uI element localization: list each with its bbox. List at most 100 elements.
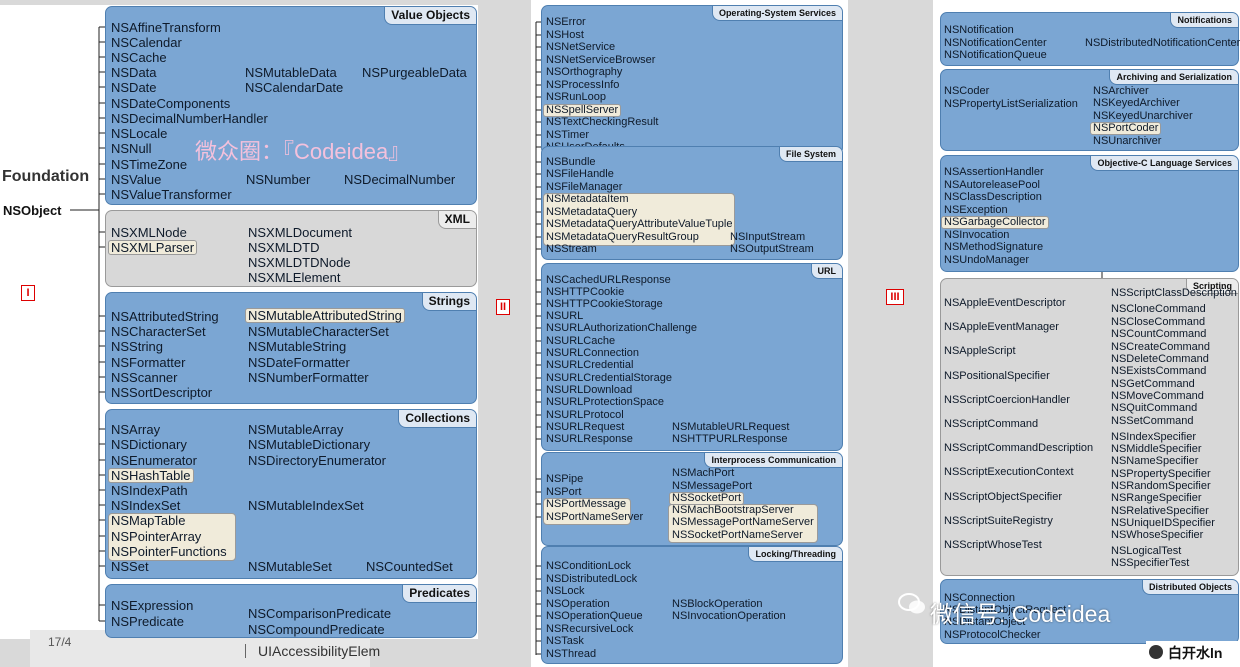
class-label: NSAssertionHandler [944,166,1044,178]
class-label: NSCalendar [111,35,182,50]
class-label: NSMutableSet [248,559,332,574]
class-label-highlighted: NSSpellServer [543,104,622,117]
class-label: NSScanner [111,370,178,385]
class-label: NSMoveCommand [1111,390,1204,402]
roman-numeral-2: II [496,299,510,315]
class-label: NSProtocolChecker [944,629,1041,641]
class-label: NSWhoseSpecifier [1111,529,1204,541]
class-label: NSConnection [944,592,1015,604]
class-label: NSFileManager [546,181,623,193]
url-group: URL [541,263,843,451]
class-label: NSConditionLock [546,560,631,572]
class-label: NSRecursiveLock [546,623,634,635]
class-label: NSScriptWhoseTest [944,539,1042,551]
class-label-highlighted: NSHashTable [108,468,194,483]
port-message-highlight [543,498,631,525]
class-label: NSSetCommand [1111,415,1194,427]
class-label: NSDistributedLock [546,573,638,585]
class-label: NSScriptSuiteRegistry [944,515,1053,527]
class-label: NSMutableString [248,339,347,354]
class-label: NSPortMessage [546,498,627,510]
class-label: NSInvocationOperation [672,610,786,622]
class-label: NSCalendarDate [245,80,344,95]
class-label: NSException [944,204,1008,216]
class-label: NSIndexSpecifier [1111,431,1196,443]
class-label: NSMutableIndexSet [248,498,364,513]
class-label: NSQuitCommand [1111,402,1198,414]
class-label: NSTimer [546,129,589,141]
class-label: NSNameSpecifier [1111,455,1199,467]
brand-label: 白开水ln [1168,645,1223,661]
class-label: NSXMLDTDNode [248,255,351,270]
class-label: NSURLProtocol [546,409,624,421]
class-label: NSURLDownload [546,384,633,396]
class-label: NSRelativeSpecifier [1111,505,1209,517]
class-label: NSEnumerator [111,453,197,468]
class-label: NSNetService [546,41,616,53]
class-label: NSMutableDictionary [248,437,371,452]
class-label: NSLocale [111,126,168,141]
class-label: NSScriptClassDescription [1111,287,1237,299]
class-label: NSMetadataQueryResultGroup [546,231,699,243]
objc-services-title: Objective-C Language Services [1090,156,1238,171]
class-label: NSCountCommand [1111,328,1207,340]
class-label: NSURLCredentialStorage [546,372,672,384]
class-label: NSScriptObjectSpecifier [944,491,1062,503]
class-label: NSRangeSpecifier [1111,492,1202,504]
class-label: NSString [111,339,164,354]
class-label: NSXMLElement [248,270,341,285]
class-label: NSComparisonPredicate [248,606,392,621]
class-label: NSHost [546,29,584,41]
class-label: NSCreateCommand [1111,341,1211,353]
class-label: NSURLAuthorizationChallenge [546,322,698,334]
class-label: NSNotification [944,24,1014,36]
class-label-highlighted: NSGarbageCollector [941,216,1049,229]
class-label: NSPipe [546,473,584,485]
notifications-title: Notifications [1170,13,1238,28]
class-label: NSPointerArray [111,529,202,544]
class-label: NSAttributedString [111,309,219,324]
class-label: NSMetadataItem [546,193,629,205]
class-label: NSMutableCharacterSet [248,324,389,339]
class-label: NSValueTransformer [111,187,232,202]
class-label: NSProcessInfo [546,79,620,91]
class-label: NSAutoreleasePool [944,179,1041,191]
class-label: NSNumberFormatter [248,370,369,385]
class-label: NSPropertySpecifier [1111,468,1211,480]
class-label: NSURL [546,310,584,322]
class-label: NSIndexSet [111,498,181,513]
class-label: NSIndexPath [111,483,188,498]
class-label-highlighted: NSXMLParser [108,240,198,255]
root-class: NSObject [3,203,62,218]
class-label: NSUndoManager [944,254,1029,266]
class-label: NSMetadataQueryAttributeValueTuple [546,218,733,230]
class-label: NSURLProtectionSpace [546,396,665,408]
class-label-highlighted: NSSocketPort [669,492,745,505]
locking-threading-title: Locking/Threading [748,547,842,562]
class-label: NSGetCommand [1111,378,1195,390]
footer-text: UIAccessibilityElem [245,644,380,658]
collections-title: Collections [398,410,476,428]
class-label: NSOperation [546,598,610,610]
class-label: NSAppleScript [944,345,1016,357]
distributed-objects-group: Distributed Objects [940,579,1239,644]
class-label: NSPositionalSpecifier [944,370,1050,382]
class-label: NSBundle [546,156,596,168]
os-services-title: Operating-System Services [711,6,842,21]
class-label: NSRunLoop [546,91,606,103]
wechat-icon [898,593,926,615]
class-label: NSOperationQueue [546,610,643,622]
scripting-title: Scripting [1185,279,1238,294]
ipc-title: Interprocess Communication [704,453,842,468]
name-server-highlight [668,504,818,543]
class-label: NSFormatter [111,355,186,370]
class-label: NSKeyedUnarchiver [1093,110,1193,122]
class-label: NSScriptCommand [944,418,1039,430]
class-label: NSAppleEventDescriptor [944,297,1066,309]
class-label: NSDistantObject [944,616,1026,628]
class-label: NSNull [111,141,152,156]
class-label: NSThread [546,648,597,660]
distributed-objects-title: Distributed Objects [1141,580,1238,595]
class-label: NSKeyedArchiver [1093,97,1180,109]
watermark-text: 微众圈：『Codeidea』 [195,139,411,164]
